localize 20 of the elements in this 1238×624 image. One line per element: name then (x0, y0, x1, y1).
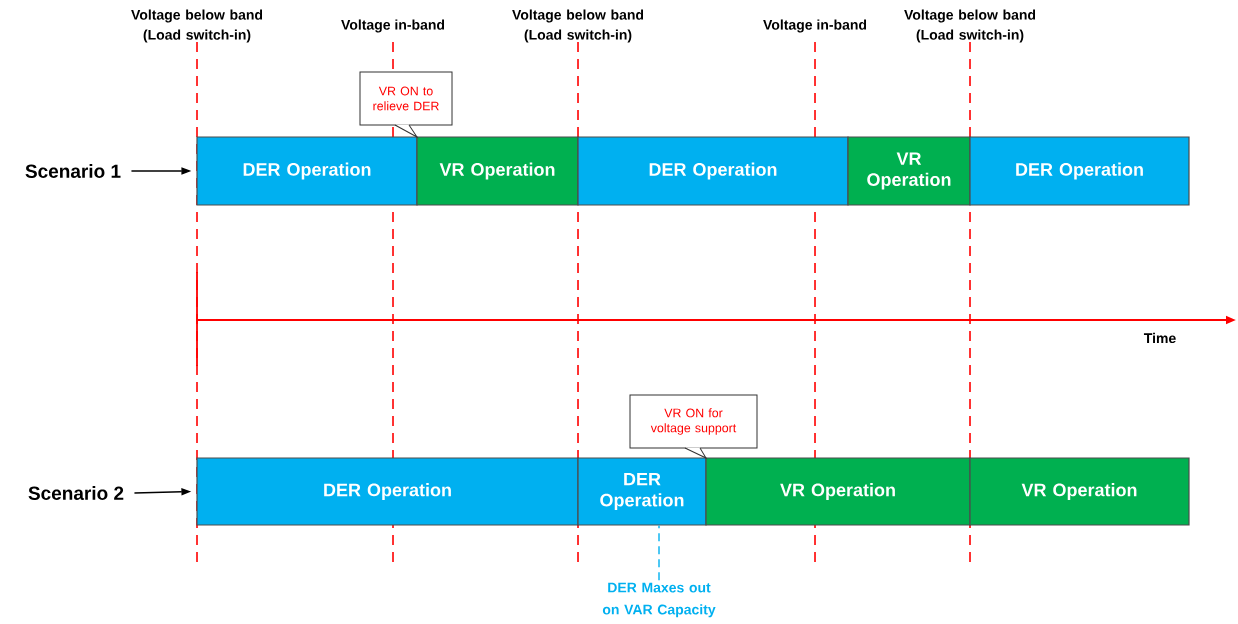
callout-box: VR ON for voltage support (629, 394, 758, 459)
scenario-label: Scenario 2 (28, 486, 124, 500)
operation-box: DER Operation (196, 136, 418, 206)
event-label: Voltage in-band (763, 19, 867, 33)
event-label: Voltage below band (Load switch-in) (904, 9, 1036, 43)
operation-box: VR Operation (416, 136, 579, 206)
operation-box: DER Operation (577, 457, 707, 526)
event-label: Voltage in-band (341, 19, 445, 33)
annotation-text: DER Maxes out on VAR Capacity (602, 582, 716, 618)
operation-box: VR Operation (705, 457, 971, 526)
operation-box: VR Operation (969, 457, 1190, 526)
leader-line (658, 524, 660, 582)
event-label: Time (1143, 332, 1176, 344)
event-label: Voltage below band (Load switch-in) (512, 9, 644, 43)
operation-box: DER Operation (577, 136, 849, 206)
event-label: Voltage below band (Load switch-in) (131, 9, 263, 43)
scenario-label: Scenario 1 (25, 164, 121, 178)
callout-box: VR ON to relieve DER (359, 71, 453, 138)
operation-box: VR Operation (847, 136, 971, 206)
operation-box: DER Operation (969, 136, 1190, 206)
